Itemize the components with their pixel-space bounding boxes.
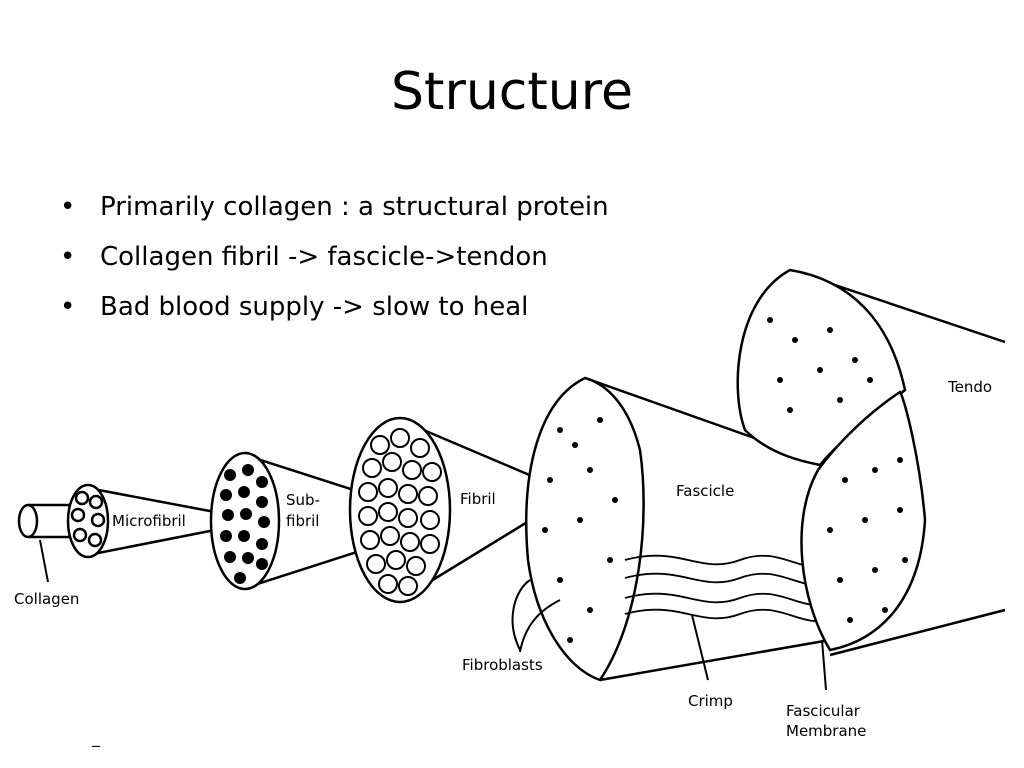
collagen-segment — [17, 503, 70, 539]
fascicle-label: Fascicle — [676, 482, 734, 500]
bullet-item: • Primarily collagen : a structural prote… — [58, 182, 609, 232]
microfibril-segment — [66, 483, 216, 559]
bullet-list: • Primarily collagen : a structural prote… — [58, 182, 609, 332]
bullet-text: Primarily collagen : a structural protei… — [100, 192, 609, 222]
fascicular-membrane-label-line2: Membrane — [786, 722, 866, 740]
subfibril-label-line1: Sub- — [286, 491, 320, 509]
footer-mark: _ — [92, 728, 100, 747]
fascicular-membrane-label-line1: Fascicular — [786, 702, 861, 720]
fibril-segment — [348, 416, 561, 604]
microfibril-label: Microfibril — [112, 512, 186, 530]
label-pointers — [39, 539, 827, 691]
slide-title: Structure — [391, 62, 633, 122]
bullet-dot-icon: • — [60, 192, 76, 222]
collagen-label: Collagen — [14, 590, 79, 608]
fibril-label: Fibril — [460, 490, 496, 508]
fibroblasts-label: Fibroblasts — [462, 656, 543, 674]
bullet-item: • Bad blood supply -> slow to heal — [58, 282, 609, 332]
subfibril-label-line2: fibril — [286, 512, 319, 530]
crimp-label: Crimp — [688, 692, 733, 710]
tendon-segment — [736, 268, 1006, 657]
tendon-label: Tendo — [947, 378, 992, 396]
bullet-text: Bad blood supply -> slow to heal — [100, 292, 529, 322]
bullet-dot-icon: • — [60, 242, 76, 272]
bullet-dot-icon: • — [60, 292, 76, 322]
bullet-text: Collagen fibril -> fascicle->tendon — [100, 242, 548, 272]
bullet-item: • Collagen fibril -> fascicle->tendon — [58, 232, 609, 282]
